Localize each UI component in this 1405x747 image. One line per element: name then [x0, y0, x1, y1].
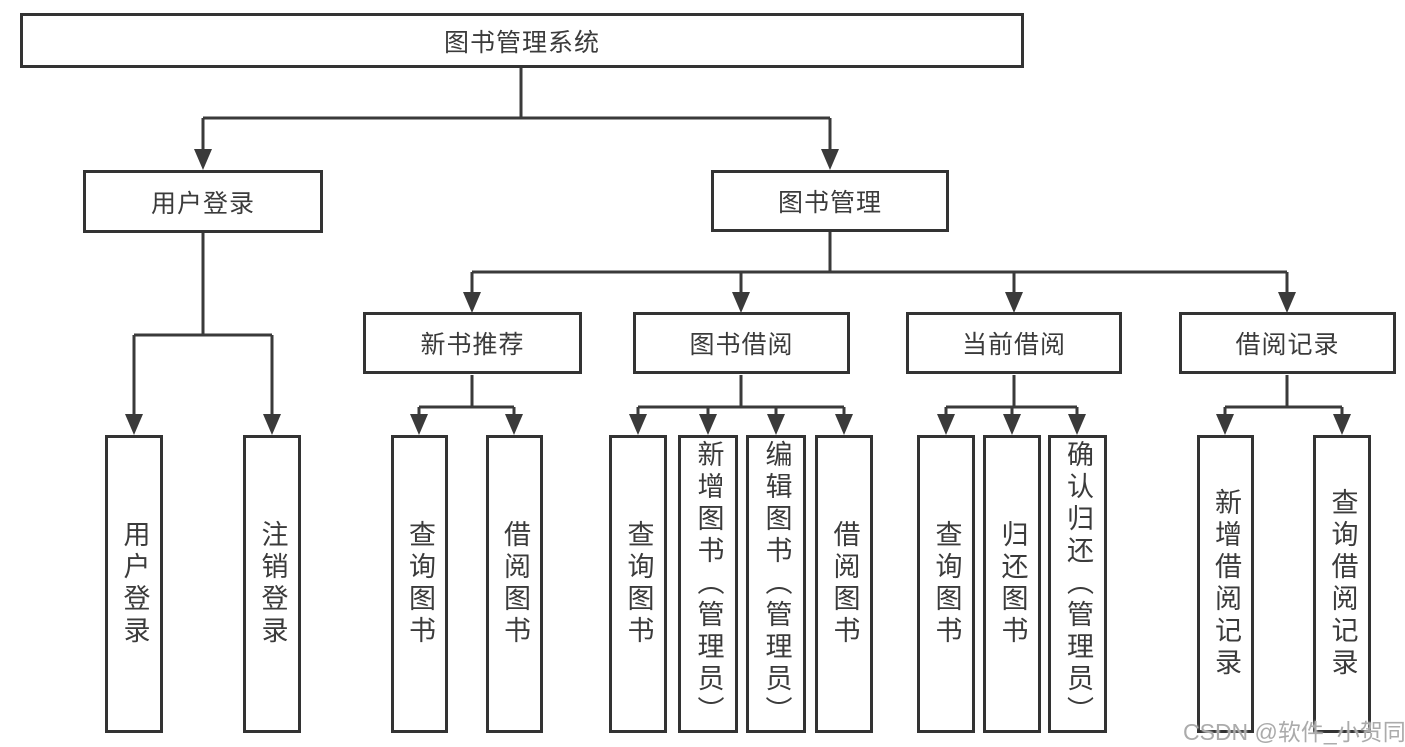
leaf-logout-label: 注销登录: [257, 520, 288, 648]
leaf-query-borrow-record-label: 查询借阅记录: [1327, 488, 1358, 680]
leaf-add-book-admin-label: 新增图书（管理员）: [693, 440, 724, 728]
node-book-borrowing-label: 图书借阅: [689, 331, 794, 359]
edge-book-management-to-level3: [470, 232, 1289, 294]
node-new-book-recommend: 新书推荐: [363, 312, 582, 374]
edge-new-book-to-leaves: [417, 375, 516, 416]
node-user-login-label: 用户登录: [150, 189, 255, 218]
edge-book-borrowing-to-leaves: [636, 375, 846, 416]
leaf-confirm-return-admin-label: 确认归还（管理员）: [1063, 440, 1093, 728]
leaf-edit-book-admin-label: 编辑图书（管理员）: [761, 440, 792, 728]
node-current-borrowing-label: 当前借阅: [961, 331, 1066, 359]
leaf-add-borrow-record: 新增借阅记录: [1197, 435, 1254, 733]
leaf-user-login-label: 用户登录: [119, 520, 150, 648]
edge-borrowing-records-to-leaves: [1223, 375, 1344, 416]
node-borrowing-records: 借阅记录: [1179, 312, 1396, 374]
leaf-edit-book-admin: 编辑图书（管理员）: [746, 435, 806, 733]
node-root-system-label: 图书管理系统: [443, 28, 600, 57]
leaf-query-books-2: 查询图书: [609, 435, 667, 733]
node-book-management-label: 图书管理: [777, 189, 882, 217]
edge-user-login-to-leaves: [132, 233, 274, 416]
leaf-add-book-admin: 新增图书（管理员）: [678, 435, 738, 733]
leaf-query-borrow-record: 查询借阅记录: [1313, 435, 1371, 733]
leaf-borrow-books-1: 借阅图书: [486, 435, 543, 733]
node-user-login: 用户登录: [83, 170, 323, 233]
csdn-watermark: CSDN @软件_小贺同学: [1183, 719, 1405, 745]
leaf-borrow-books-1-label: 借阅图书: [500, 520, 530, 648]
leaf-query-books-1: 查询图书: [391, 435, 448, 733]
leaf-return-book: 归还图书: [983, 435, 1041, 733]
node-new-book-recommend-label: 新书推荐: [420, 331, 525, 359]
arrowheads: [125, 149, 1351, 435]
leaf-logout: 注销登录: [243, 435, 301, 733]
leaf-add-borrow-record-label: 新增借阅记录: [1211, 488, 1241, 680]
node-current-borrowing: 当前借阅: [906, 312, 1122, 374]
edge-root-to-level2: [201, 68, 832, 151]
leaf-return-book-label: 归还图书: [997, 520, 1028, 648]
leaf-query-books-1-label: 查询图书: [405, 520, 435, 648]
node-book-borrowing: 图书借阅: [633, 312, 850, 374]
node-book-management: 图书管理: [711, 170, 949, 232]
leaf-confirm-return-admin: 确认归还（管理员）: [1048, 435, 1107, 733]
leaf-query-books-3: 查询图书: [917, 435, 975, 733]
leaf-borrow-books-2-label: 借阅图书: [829, 520, 860, 648]
leaf-borrow-books-2: 借阅图书: [815, 435, 873, 733]
node-borrowing-records-label: 借阅记录: [1235, 331, 1340, 359]
leaf-user-login: 用户登录: [105, 435, 163, 733]
node-root-system: 图书管理系统: [20, 13, 1024, 68]
leaf-query-books-3-label: 查询图书: [931, 520, 962, 648]
edge-current-borrowing-to-leaves: [944, 375, 1079, 416]
leaf-query-books-2-label: 查询图书: [623, 520, 654, 648]
